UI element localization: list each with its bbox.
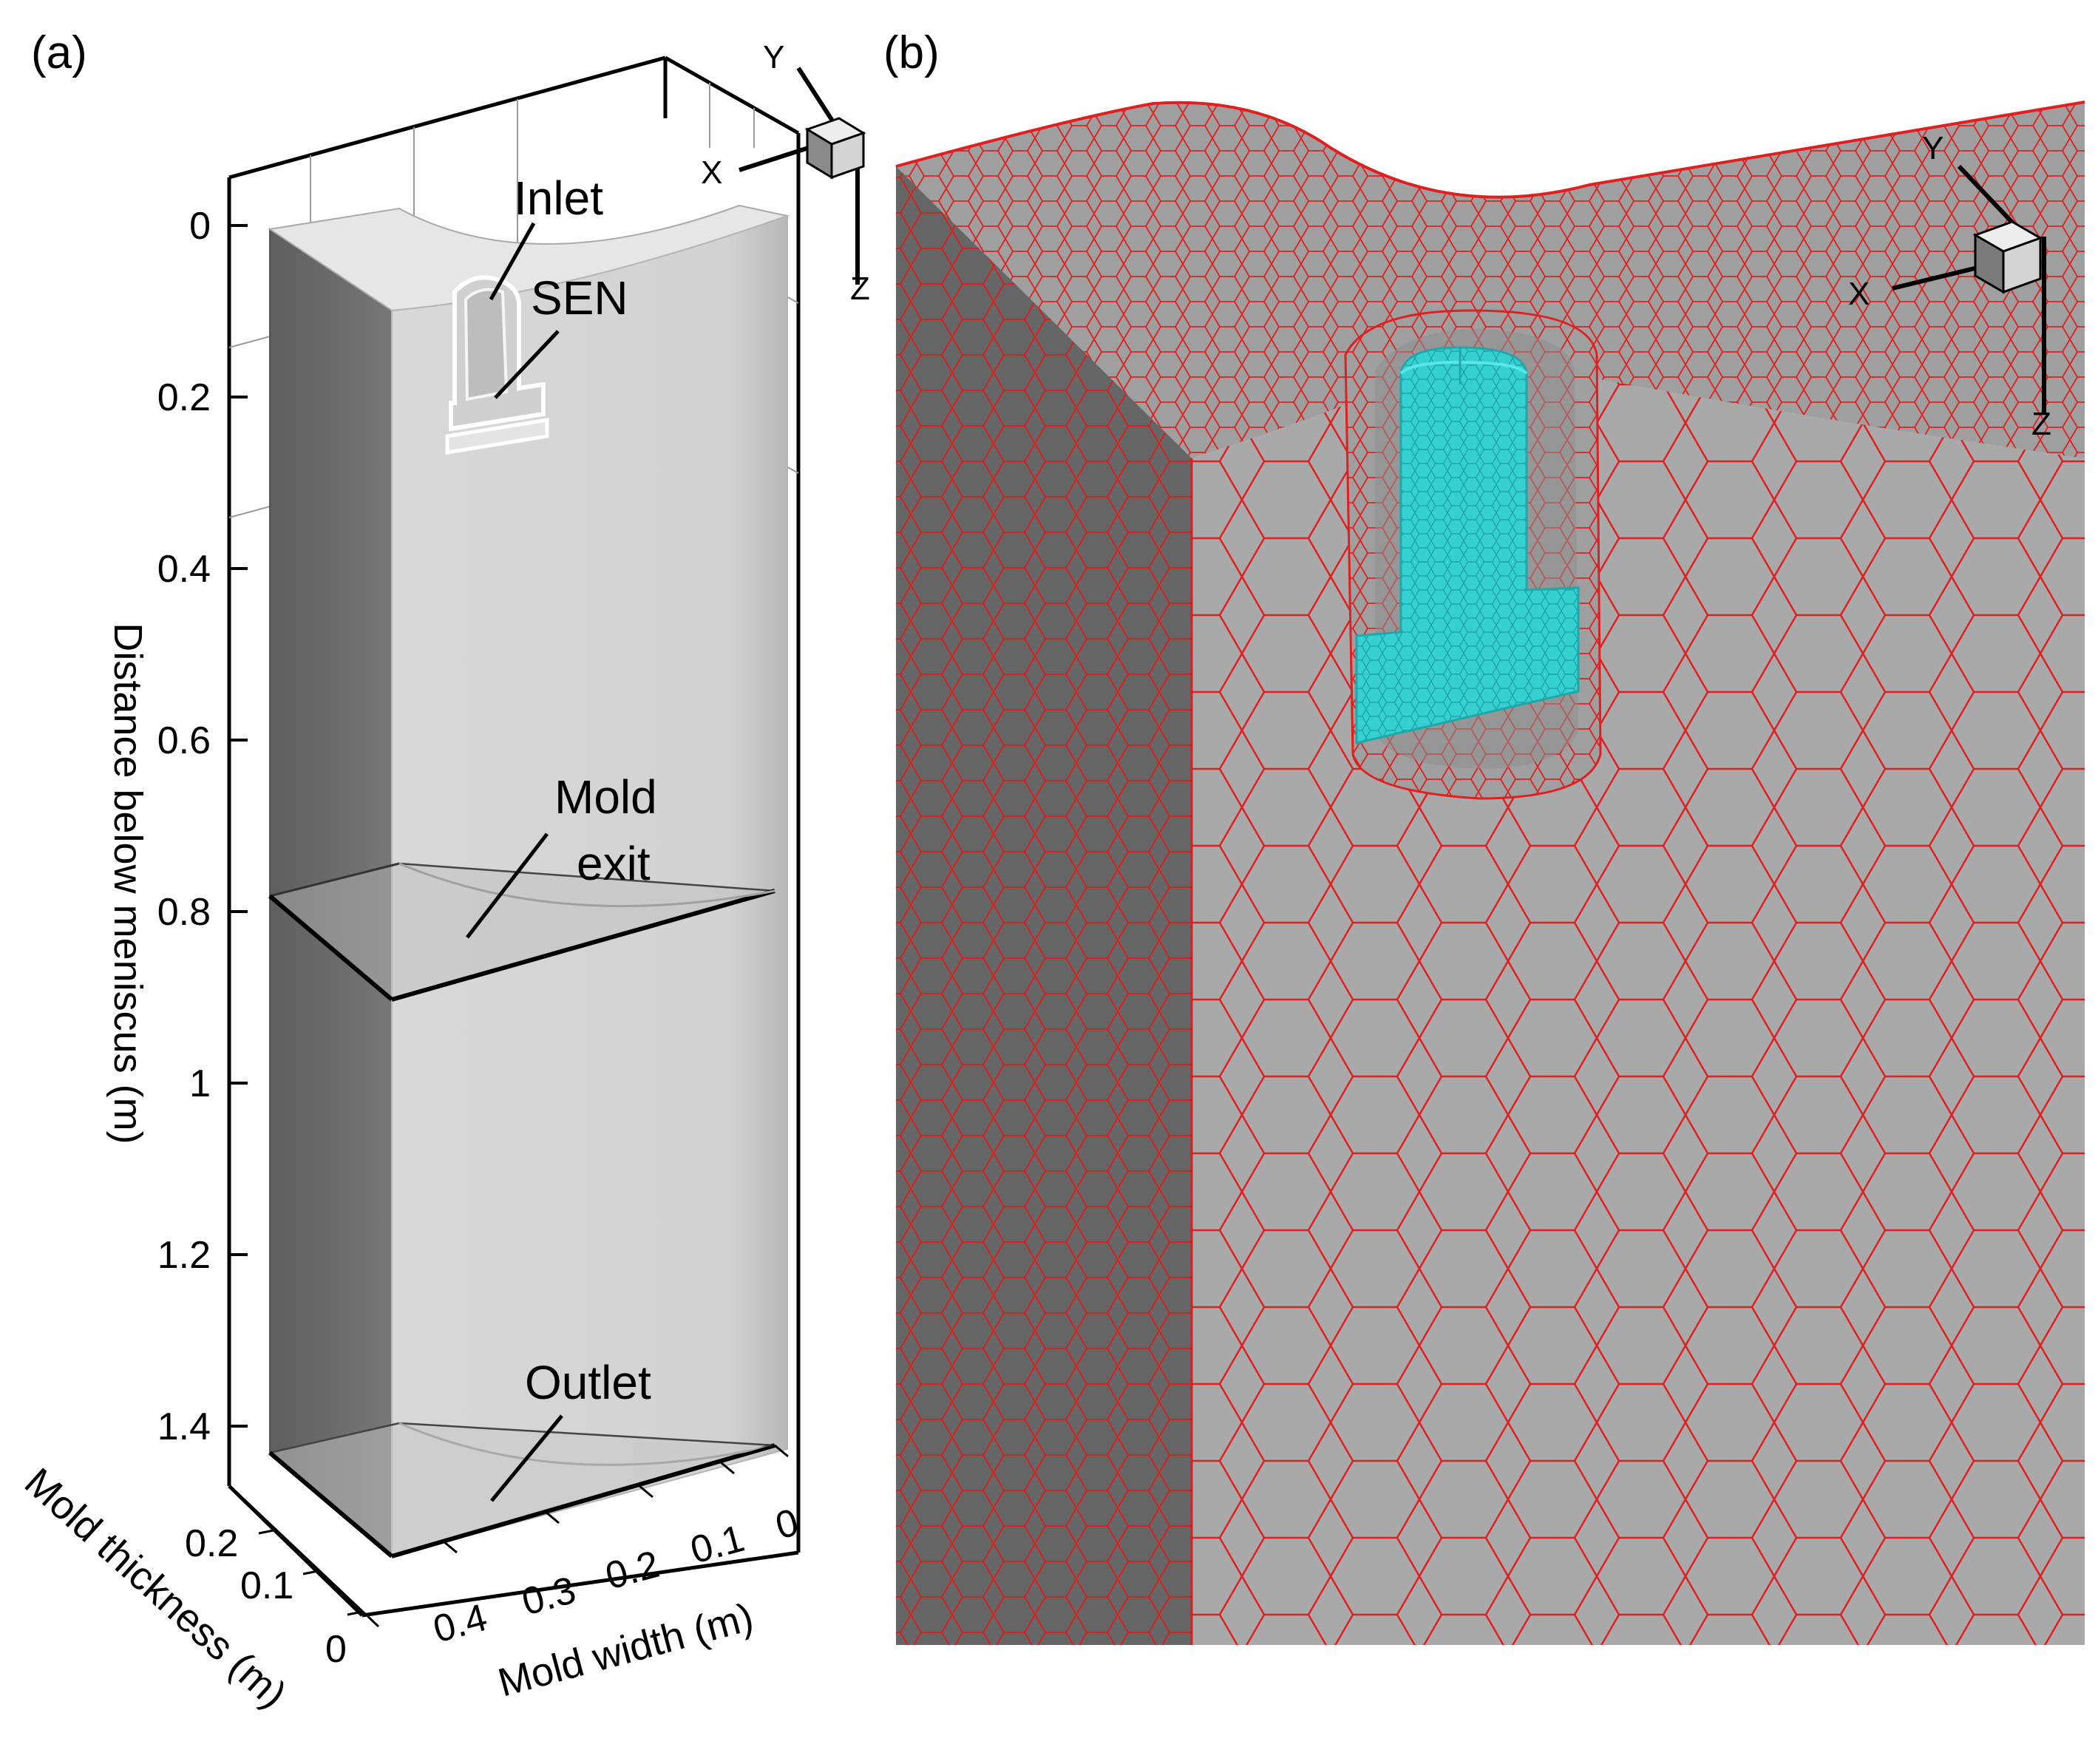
annotation-outlet: Outlet <box>525 1356 651 1409</box>
triad-a-z-label: Z <box>850 271 870 307</box>
mesh-side-face <box>896 166 1192 1645</box>
panel-a-label: (a) <box>31 27 87 78</box>
thickness-tick-1: 0.1 <box>240 1564 293 1607</box>
panel-a: (a) <box>16 27 870 1717</box>
annotation-inlet: Inlet <box>514 172 603 225</box>
z-tick-label: 0.2 <box>157 376 211 419</box>
triad-a-x-label: X <box>701 155 722 191</box>
mold-exit-plane <box>268 862 775 1002</box>
z-axis-title: Distance below meniscus (m) <box>106 623 150 1144</box>
orientation-triad-b: Y X Z <box>1848 130 2051 442</box>
mold-front-face <box>391 214 788 1558</box>
z-axis: 0 0.2 0.4 0.6 0.8 1 1.2 1.4 Distance below meni… <box>106 205 248 1448</box>
thickness-tick-0: 0.2 <box>185 1522 238 1565</box>
sen-mesh <box>1355 346 1580 744</box>
panel-b-label: (b) <box>883 27 940 78</box>
mesh-top-face <box>896 102 2085 458</box>
z-tick-label: 1.4 <box>157 1405 211 1448</box>
annotation-mold-exit-line1: Mold <box>554 770 657 824</box>
z-tick-label: 0.8 <box>157 891 211 934</box>
z-tick-label: 0 <box>189 205 211 248</box>
z-tick-label: 0.6 <box>157 719 211 762</box>
annotation-mold-exit-line2: exit <box>577 837 651 890</box>
z-tick-label: 1.2 <box>157 1234 211 1277</box>
triad-b-x-label: X <box>1848 276 1870 312</box>
thickness-tick-2: 0 <box>325 1628 347 1671</box>
width-tick-3: 0.1 <box>686 1517 749 1573</box>
panel-b: (b) Y X <box>883 27 2085 1645</box>
triad-b-y-label: Y <box>1922 130 1943 166</box>
leader-lines <box>466 222 563 1502</box>
z-tick-label: 0.4 <box>157 548 211 591</box>
annotation-sen: SEN <box>531 271 628 325</box>
triad-a-y-label: Y <box>763 39 784 75</box>
orientation-triad-a: Y X Z <box>701 39 870 307</box>
width-tick-1: 0.3 <box>517 1569 580 1624</box>
width-tick-2: 0.2 <box>601 1543 664 1598</box>
z-tick-label: 1 <box>189 1062 211 1105</box>
sen-shape <box>445 275 549 455</box>
triad-b-z-label: Z <box>2031 406 2051 442</box>
